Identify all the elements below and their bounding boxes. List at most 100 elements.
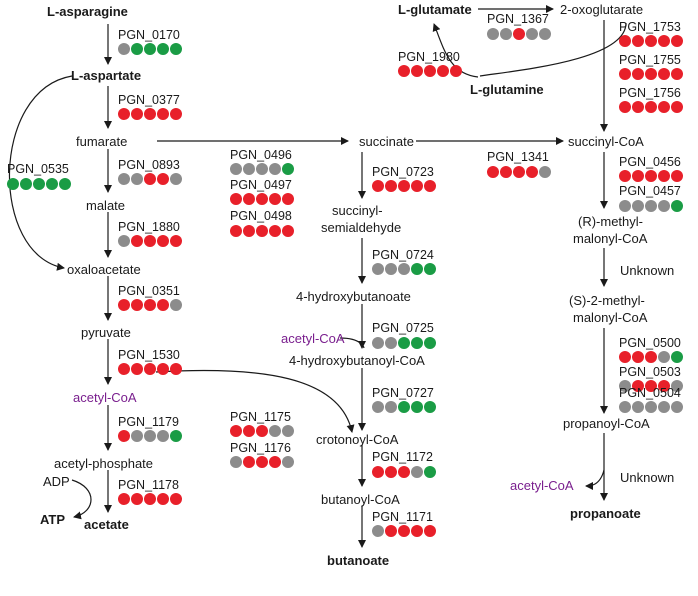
expression-dots-pgn-0504 bbox=[619, 401, 683, 413]
expression-dot bbox=[385, 525, 397, 537]
expression-dot bbox=[256, 456, 268, 468]
expression-dot bbox=[671, 401, 683, 413]
expression-dot bbox=[632, 101, 644, 113]
metabolite-4-hydroxybutanoyl-coa: 4-hydroxybutanoyl-CoA bbox=[289, 353, 425, 368]
expression-dot bbox=[487, 166, 499, 178]
gene-label-pgn-0457: PGN_0457 bbox=[619, 184, 681, 198]
expression-dot bbox=[46, 178, 58, 190]
expression-dot bbox=[539, 166, 551, 178]
expression-dot bbox=[157, 108, 169, 120]
metabolite-malate: malate bbox=[86, 198, 126, 213]
expression-dot bbox=[450, 65, 462, 77]
expression-dot bbox=[385, 263, 397, 275]
expression-dot bbox=[170, 235, 182, 247]
expression-dot bbox=[372, 263, 384, 275]
metabolite-acetyl-coa-mid: acetyl-CoA bbox=[281, 331, 345, 346]
metabolite-2-oxoglutarate: 2-oxoglutarate bbox=[560, 2, 644, 17]
gene-label-pgn-0498: PGN_0498 bbox=[230, 209, 292, 223]
gene-label-pgn-1756: PGN_1756 bbox=[619, 86, 681, 100]
expression-dots-pgn-1980 bbox=[398, 65, 462, 77]
expression-dot bbox=[157, 299, 169, 311]
expression-dot bbox=[671, 200, 683, 212]
arrow-adp-atp bbox=[71, 479, 92, 520]
expression-dot bbox=[398, 401, 410, 413]
expression-dots-pgn-1178 bbox=[118, 493, 182, 505]
expression-dots-pgn-1753 bbox=[619, 35, 683, 47]
expression-dot bbox=[671, 35, 683, 47]
expression-dot bbox=[632, 401, 644, 413]
expression-dot bbox=[20, 178, 32, 190]
expression-dot bbox=[282, 456, 294, 468]
expression-dots-pgn-0497 bbox=[230, 193, 294, 205]
gene-label-pgn-0725: PGN_0725 bbox=[372, 321, 434, 335]
metabolite-propanoyl-coa: propanoyl-CoA bbox=[563, 416, 650, 431]
gene-label-pgn-0170: PGN_0170 bbox=[118, 28, 180, 42]
expression-dot bbox=[256, 425, 268, 437]
gene-label-pgn-0500: PGN_0500 bbox=[619, 336, 681, 350]
expression-dot bbox=[157, 493, 169, 505]
metabolite-butanoate: butanoate bbox=[327, 553, 390, 568]
expression-dots-pgn-0535 bbox=[7, 178, 71, 190]
expression-dot bbox=[170, 173, 182, 185]
expression-dot bbox=[144, 299, 156, 311]
expression-dot bbox=[437, 65, 449, 77]
expression-dots-pgn-1341 bbox=[487, 166, 551, 178]
expression-dot bbox=[645, 401, 657, 413]
expression-dots-pgn-1176 bbox=[230, 456, 294, 468]
expression-dot bbox=[411, 466, 423, 478]
expression-dot bbox=[385, 401, 397, 413]
metabolite-acetyl-coa-right: acetyl-CoA bbox=[510, 478, 574, 493]
metabolite-pyruvate: pyruvate bbox=[81, 325, 131, 340]
metabolite-l-glutamate: L-glutamate bbox=[398, 2, 472, 17]
expression-dot bbox=[282, 425, 294, 437]
expression-dot bbox=[144, 173, 156, 185]
expression-dot bbox=[131, 235, 143, 247]
expression-dot bbox=[513, 166, 525, 178]
expression-dot bbox=[398, 525, 410, 537]
expression-dot bbox=[230, 456, 242, 468]
expression-dots-pgn-1530 bbox=[118, 363, 182, 375]
expression-dot bbox=[424, 337, 436, 349]
expression-dot bbox=[243, 193, 255, 205]
expression-dot bbox=[131, 299, 143, 311]
expression-dot bbox=[372, 466, 384, 478]
metabolite-acetyl-coa-left: acetyl-CoA bbox=[73, 390, 137, 405]
expression-dot bbox=[671, 68, 683, 80]
expression-dot bbox=[118, 235, 130, 247]
expression-dots-pgn-1179 bbox=[118, 430, 182, 442]
gene-label-pgn-0377: PGN_0377 bbox=[118, 93, 180, 107]
expression-dot bbox=[619, 200, 631, 212]
expression-dot bbox=[658, 351, 670, 363]
expression-dot bbox=[619, 170, 631, 182]
expression-dot bbox=[500, 28, 512, 40]
gene-label-pgn-0724: PGN_0724 bbox=[372, 248, 434, 262]
expression-dots-pgn-0723 bbox=[372, 180, 436, 192]
expression-dot bbox=[157, 43, 169, 55]
gene-label-pgn-1171: PGN_1171 bbox=[372, 510, 433, 524]
expression-dot bbox=[243, 163, 255, 175]
expression-dots-pgn-0351 bbox=[118, 299, 182, 311]
expression-dot bbox=[170, 43, 182, 55]
gene-label-pgn-1880: PGN_1880 bbox=[118, 220, 180, 234]
expression-dot bbox=[170, 493, 182, 505]
expression-dot bbox=[118, 363, 130, 375]
expression-dot bbox=[658, 380, 670, 392]
expression-dot bbox=[157, 363, 169, 375]
expression-dot bbox=[645, 351, 657, 363]
expression-dot bbox=[658, 35, 670, 47]
expression-dot bbox=[632, 200, 644, 212]
gene-label-pgn-1755: PGN_1755 bbox=[619, 53, 681, 67]
expression-dot bbox=[118, 493, 130, 505]
expression-dot bbox=[411, 263, 423, 275]
expression-dot bbox=[632, 68, 644, 80]
expression-dot bbox=[619, 351, 631, 363]
expression-dot bbox=[385, 337, 397, 349]
expression-dot bbox=[372, 337, 384, 349]
expression-dot bbox=[243, 456, 255, 468]
metabolite-r-methylmalonyl-coa-line2: malonyl-CoA bbox=[573, 231, 648, 246]
expression-dot bbox=[269, 163, 281, 175]
gene-label-pgn-0535: PGN_0535 bbox=[7, 162, 69, 176]
expression-dot bbox=[658, 200, 670, 212]
expression-dot bbox=[230, 425, 242, 437]
